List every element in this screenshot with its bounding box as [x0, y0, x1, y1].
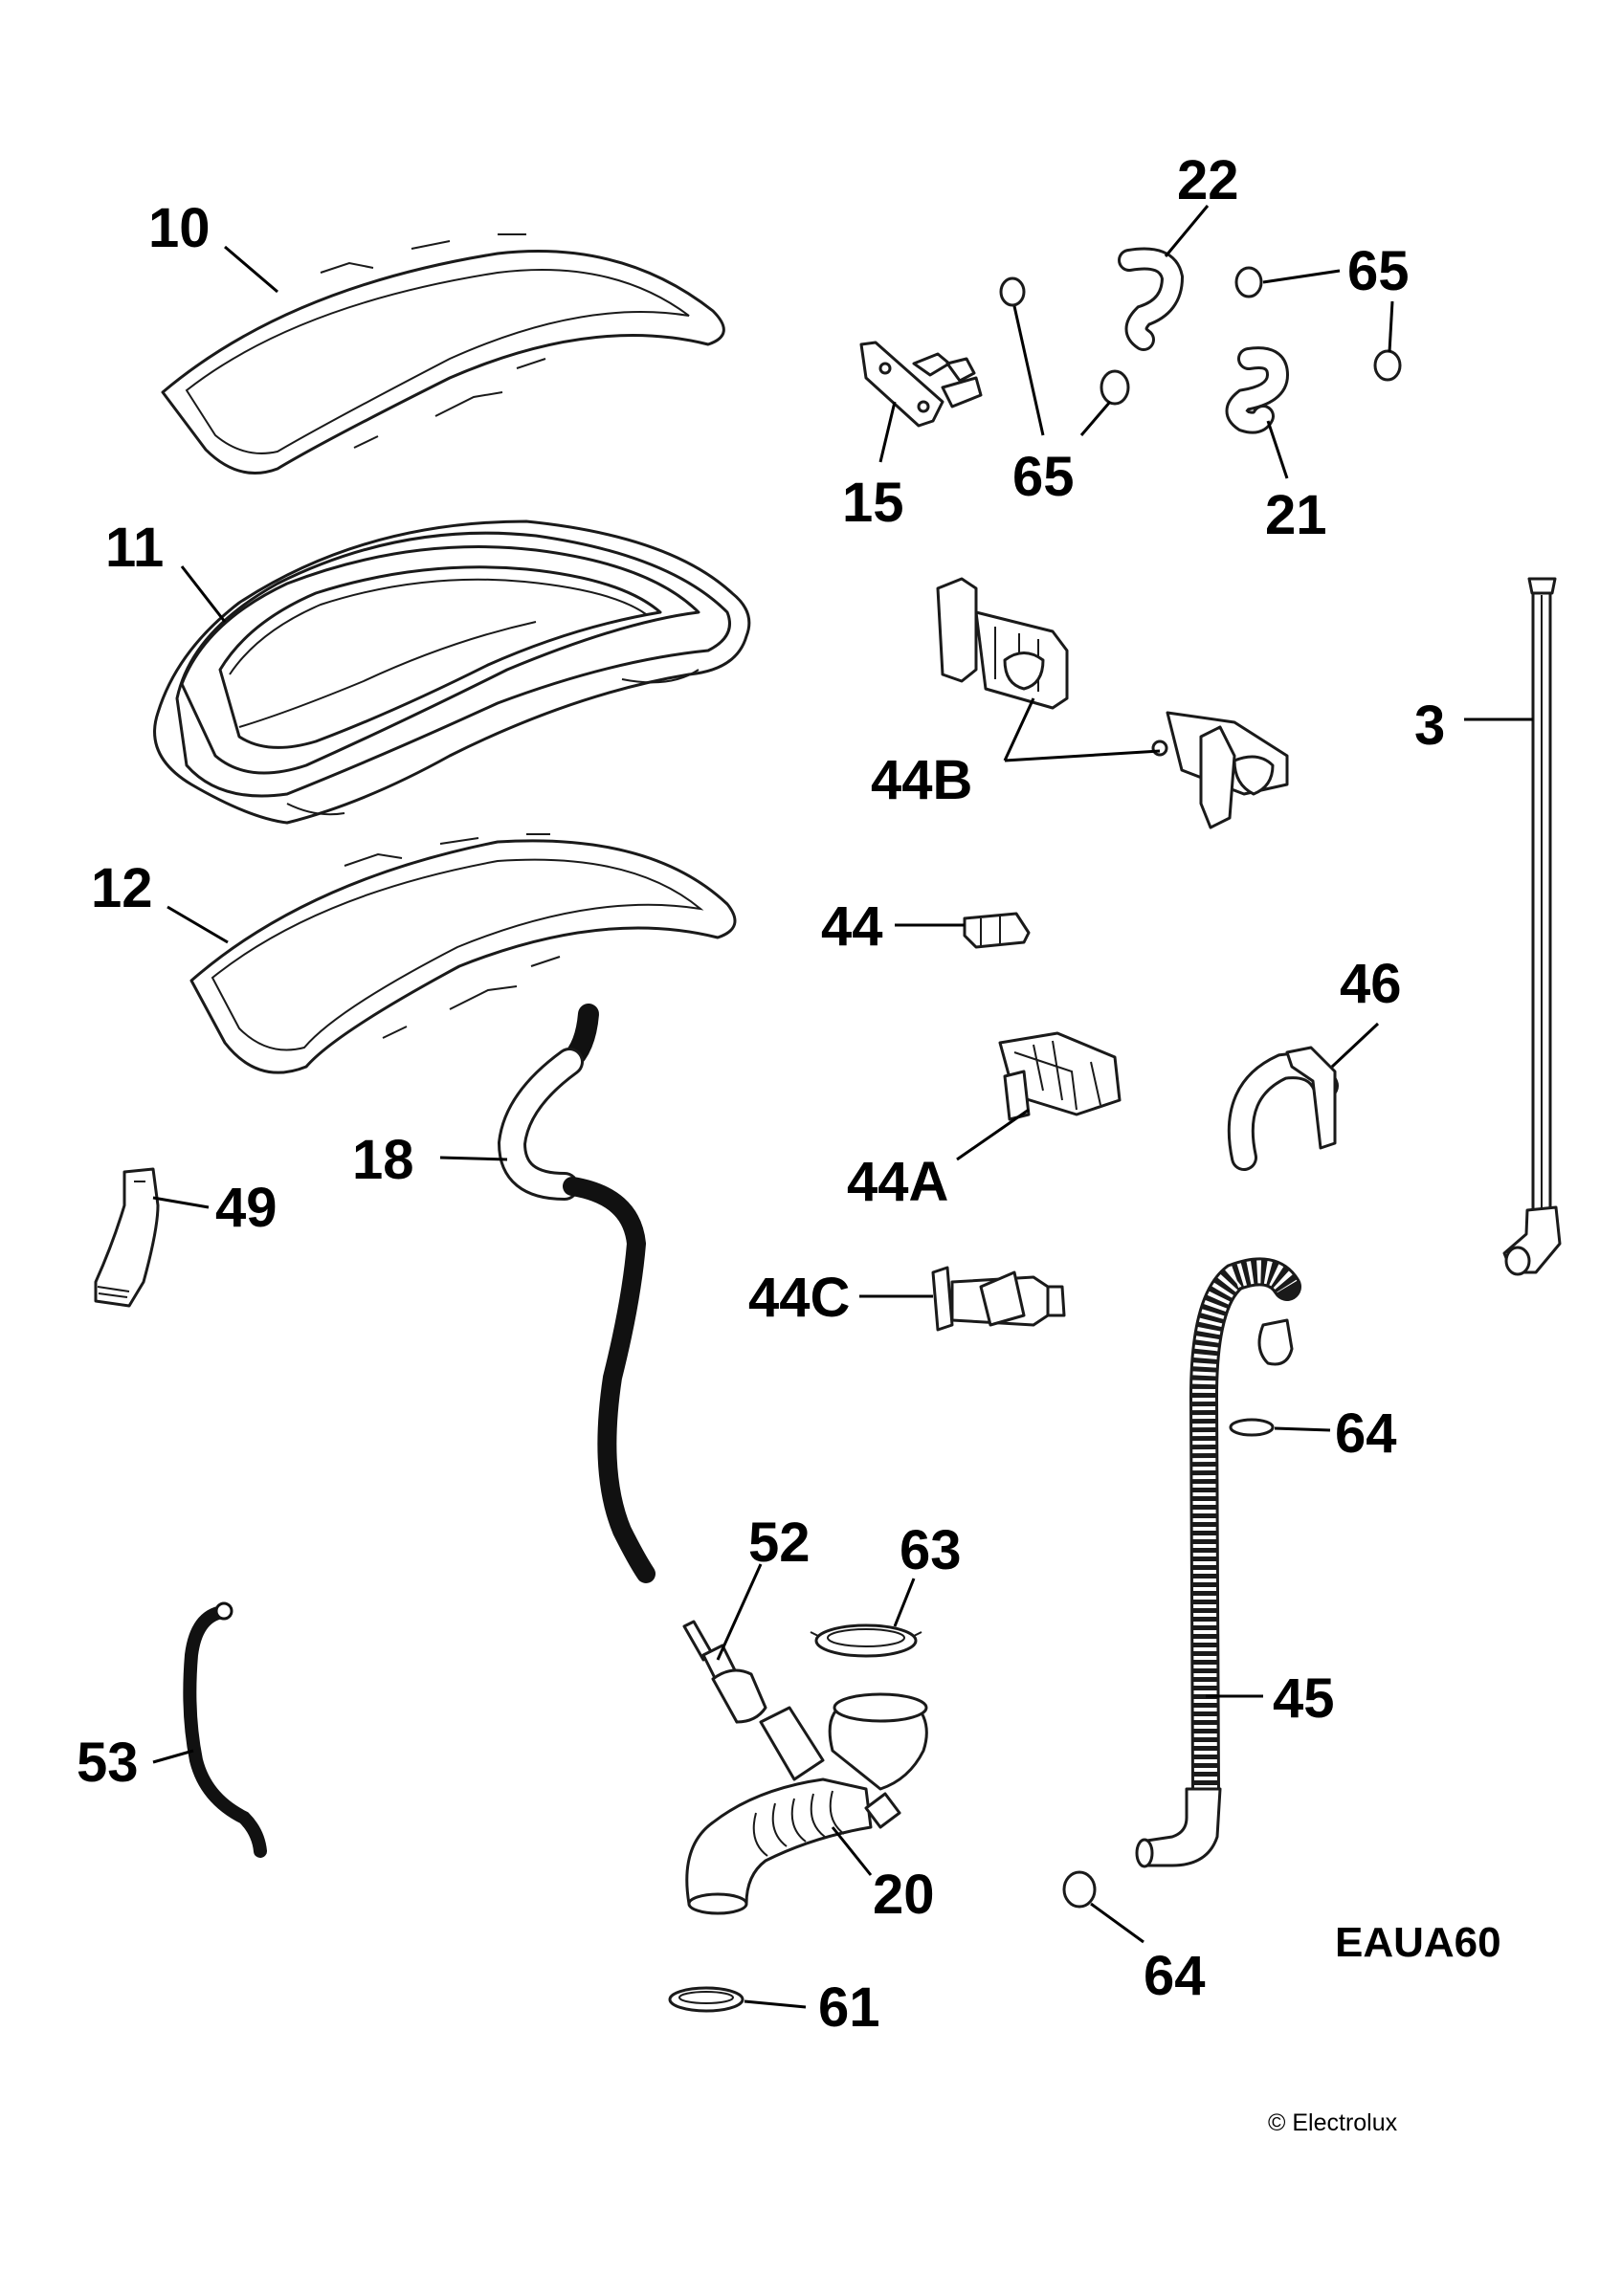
copyright-notice: © Electrolux: [1268, 2109, 1398, 2136]
label-64-lower: 64: [1144, 1945, 1206, 2007]
label-61: 61: [818, 1976, 880, 2039]
label-12: 12: [91, 857, 153, 919]
label-18: 18: [352, 1129, 414, 1191]
part-53-tube: [183, 1601, 267, 1858]
part-44-clip: [963, 912, 1031, 949]
label-49: 49: [215, 1177, 278, 1239]
label-44c: 44C: [748, 1267, 850, 1329]
part-20-sump-pipe: [685, 1692, 928, 1915]
label-65-middle: 65: [1012, 446, 1075, 508]
part-12-door-gasket: [189, 833, 737, 1074]
label-21: 21: [1265, 484, 1327, 546]
part-65-clamps: [999, 266, 1402, 406]
part-labels: 10 11 12 18 49 53 15 22 65 65 21 44B 3 4…: [77, 149, 1445, 2039]
part-49-brush: [94, 1167, 160, 1308]
part-63-clamp: [810, 1623, 922, 1658]
part-44a-holder: [998, 1031, 1122, 1121]
label-22: 22: [1177, 149, 1239, 211]
part-45-drain-hose: [1135, 1257, 1301, 1868]
part-3-rod: [1502, 577, 1562, 1276]
diagram-code: EAUA60: [1335, 1919, 1501, 1966]
label-44b: 44B: [871, 749, 972, 811]
part-61-clamp: [668, 1986, 744, 2013]
label-53: 53: [77, 1732, 139, 1794]
part-11-door-bellows: [153, 519, 751, 825]
label-3: 3: [1414, 695, 1445, 757]
label-20: 20: [873, 1864, 935, 1926]
label-44a: 44A: [847, 1151, 948, 1213]
part-22-pipe: [1118, 247, 1185, 351]
label-52: 52: [748, 1512, 811, 1574]
label-44: 44: [821, 895, 883, 958]
part-44c-connector: [931, 1266, 1066, 1332]
label-15: 15: [842, 472, 904, 534]
label-63: 63: [900, 1519, 962, 1581]
leader-lines: [152, 205, 1533, 2009]
part-46-guide: [1227, 1046, 1339, 1171]
part-64-clamps: [1062, 1418, 1275, 1909]
label-11: 11: [105, 517, 164, 579]
label-45: 45: [1273, 1667, 1335, 1730]
part-15-valve: [859, 341, 983, 428]
label-64-upper: 64: [1335, 1402, 1397, 1465]
part-10-door-gasket: [161, 233, 725, 475]
part-52-sensor: [682, 1620, 767, 1724]
label-10: 10: [148, 197, 211, 259]
label-65-top-right: 65: [1347, 240, 1410, 302]
part-44b-holder: [936, 577, 1289, 829]
part-18-hose: [497, 1004, 655, 1583]
part-21-pipe: [1225, 346, 1290, 434]
label-46: 46: [1340, 953, 1402, 1015]
